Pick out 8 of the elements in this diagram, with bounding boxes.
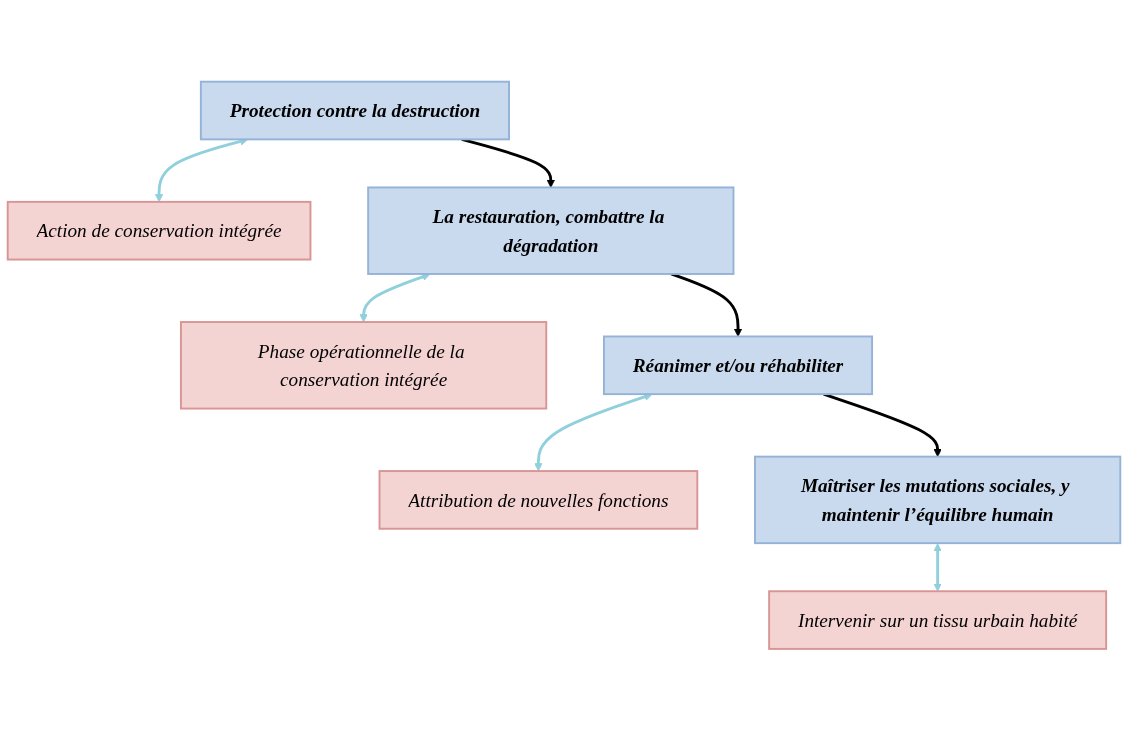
arrow xyxy=(933,543,942,592)
node-box: La restauration, combattre la dégradation xyxy=(367,186,735,276)
node-box: Maîtriser les mutations sociales, y maintenir l’équilibre humain xyxy=(754,455,1122,545)
node-box: Intervenir sur un tissu urbain habité xyxy=(768,590,1108,651)
node-box: Phase opérationnelle de la conservation intégrée xyxy=(179,321,548,410)
node-box: Protection contre la destruction xyxy=(199,80,510,141)
arrow xyxy=(461,138,556,188)
node-box: Réanimer et/ou réhabiliter xyxy=(603,335,874,396)
